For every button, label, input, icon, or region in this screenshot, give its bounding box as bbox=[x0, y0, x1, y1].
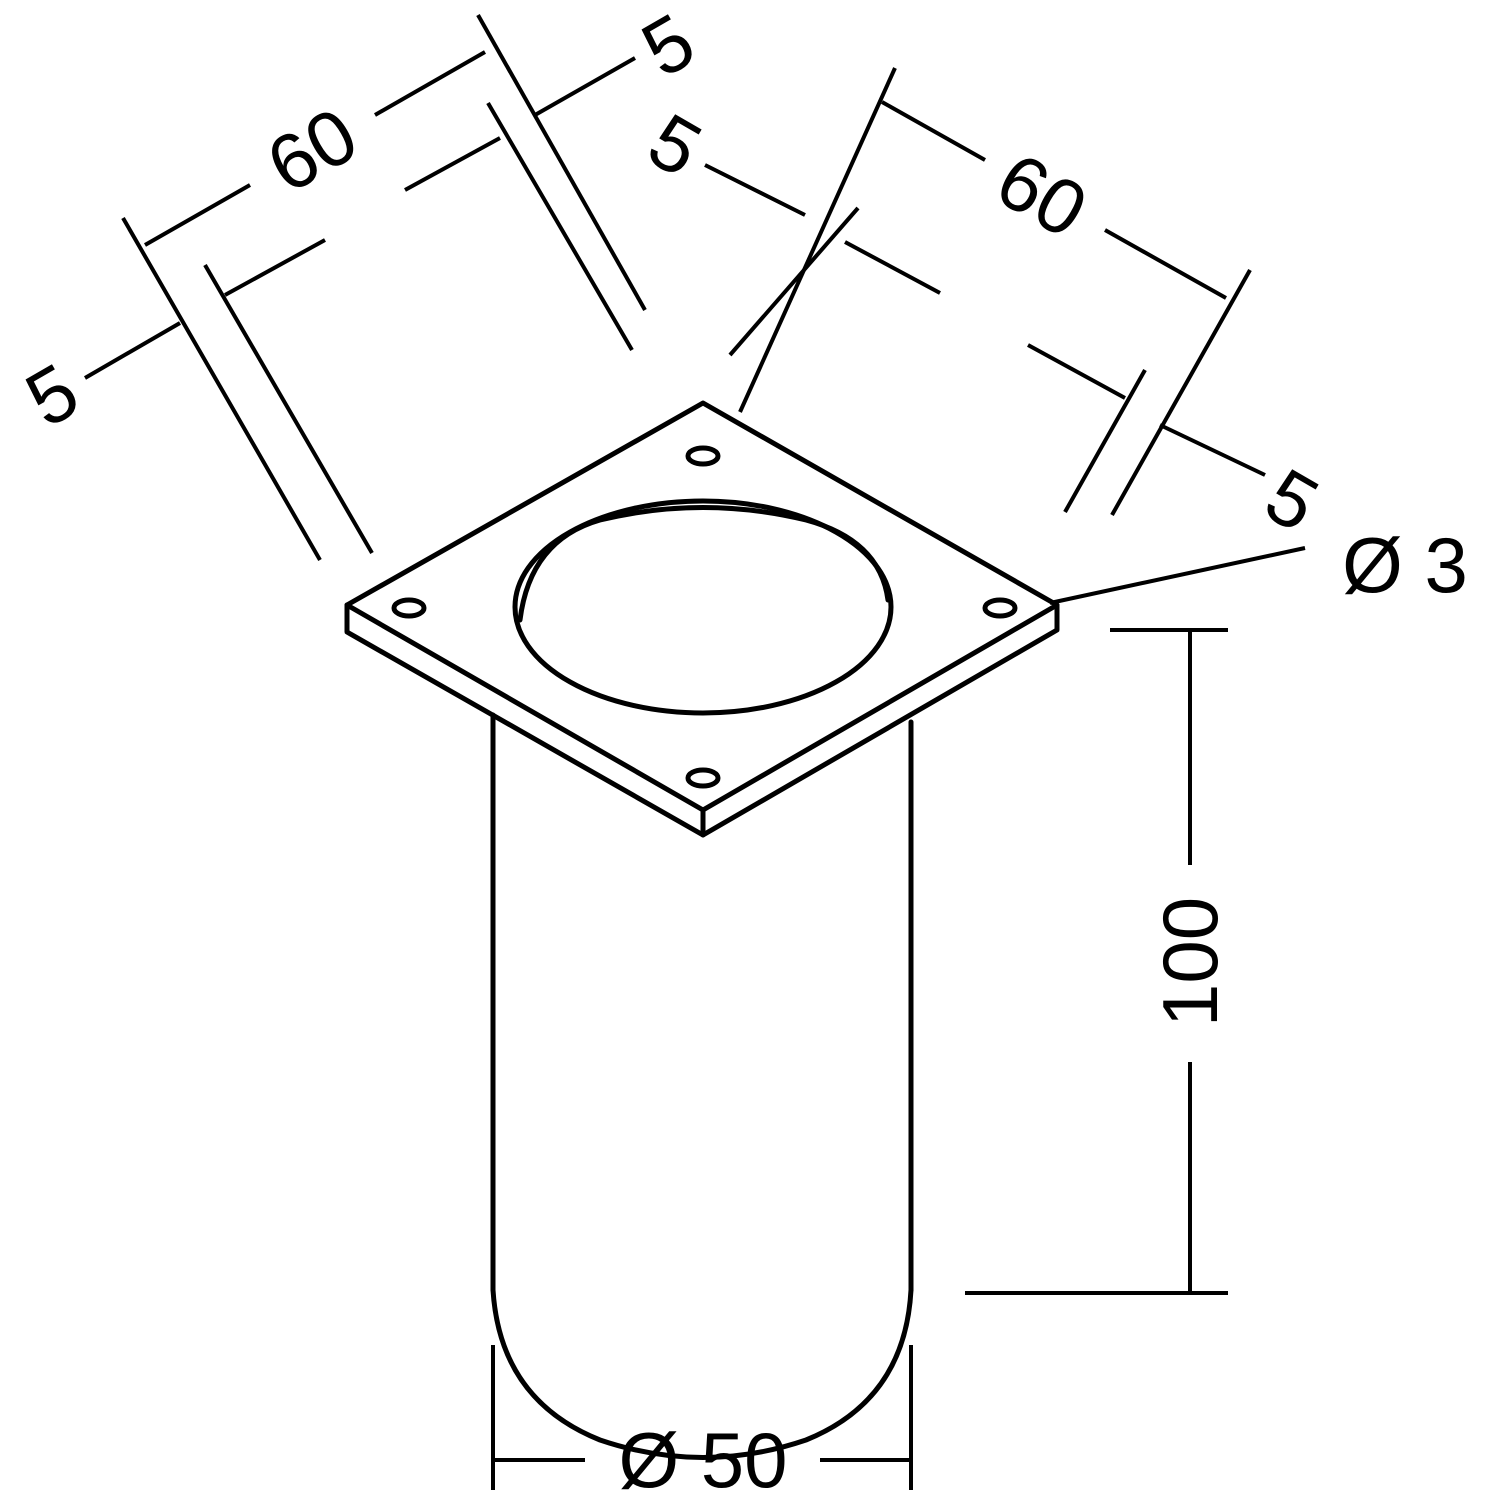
screw-hole-left bbox=[391, 597, 427, 619]
height-dimension: 100 bbox=[965, 628, 1234, 1295]
center-hole-outer bbox=[512, 498, 894, 716]
right-dimensions: 60 5 5 bbox=[634, 67, 1333, 549]
dim-hole-offset-left-a: 5 bbox=[11, 346, 93, 444]
screw-hole-top bbox=[685, 445, 721, 467]
screw-hole-right bbox=[982, 597, 1018, 619]
dim-hole-offset-right-b: 5 bbox=[1251, 451, 1333, 549]
tube-diameter-dimension: Ø 50 bbox=[491, 1345, 913, 1500]
dim-hole-offset-right-a: 5 bbox=[634, 96, 716, 194]
dim-plate-width-right: 60 bbox=[982, 135, 1101, 255]
mounting-plate bbox=[344, 400, 1060, 838]
dim-plate-width-left: 60 bbox=[252, 90, 371, 210]
dim-hole-offset-left-b: 5 bbox=[627, 0, 709, 94]
dim-hole-diameter: Ø 3 bbox=[1342, 521, 1468, 609]
dim-tube-height: 100 bbox=[1146, 897, 1234, 1027]
screw-hole-bottom bbox=[685, 767, 721, 789]
left-dimensions: 60 5 5 bbox=[11, 0, 709, 561]
center-hole-inner bbox=[517, 505, 891, 623]
hole-diameter-callout: Ø 3 bbox=[1049, 521, 1468, 609]
dim-tube-diameter: Ø 50 bbox=[618, 1416, 787, 1500]
tube bbox=[490, 712, 914, 1460]
